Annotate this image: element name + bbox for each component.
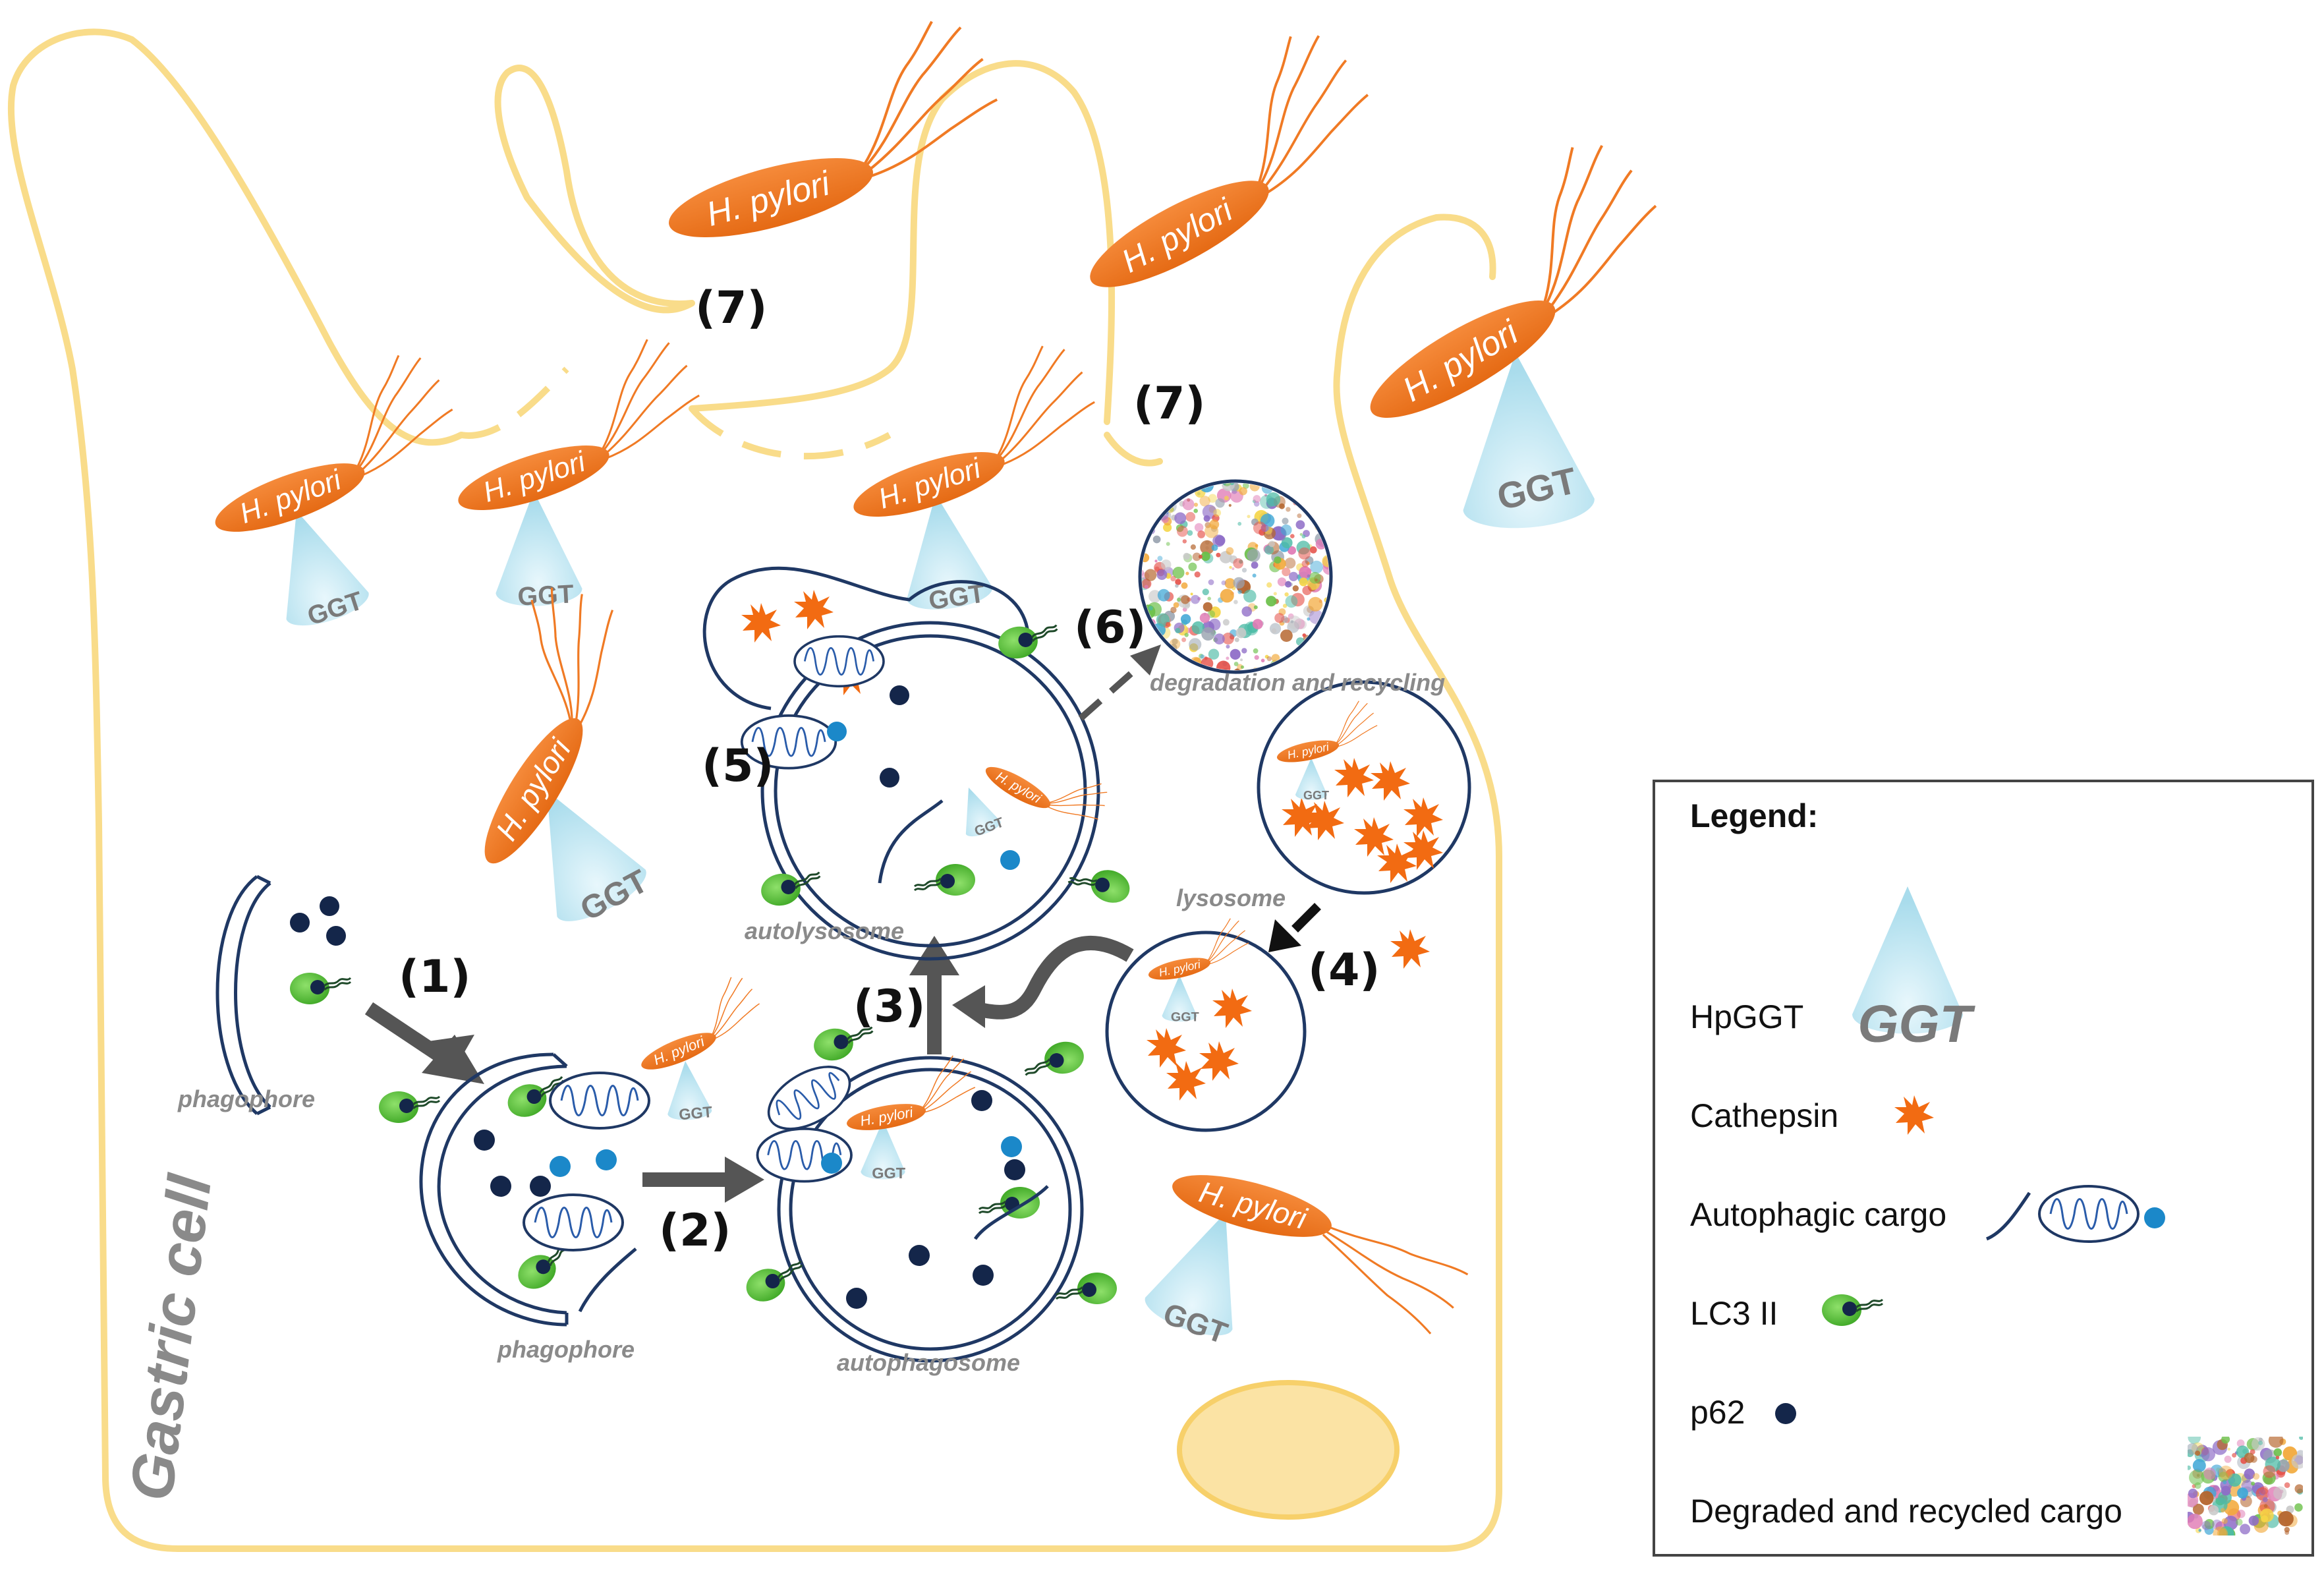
mito-phagophore-1: [549, 1072, 650, 1130]
svg-text:GGT: GGT: [678, 1103, 714, 1123]
ggt-attached-2: GGT: [490, 488, 583, 612]
cargo-dots-autolysosome: [827, 722, 1020, 870]
degradation-label: degradation and recycling: [1150, 669, 1445, 696]
ggt-autolysosome: GGT: [951, 781, 1006, 840]
phagophore-initial: [215, 875, 271, 1116]
lc3-autophagosome-2: [1020, 1037, 1088, 1081]
lc3-autolysosome-2: [757, 866, 825, 910]
ggt-right-edge: GGT: [1450, 347, 1597, 533]
step-4: (4): [1308, 944, 1380, 996]
mito-autolysosome-1: [793, 635, 885, 688]
svg-text:GGT: GGT: [872, 1164, 906, 1182]
mito-phagophore-2: [523, 1193, 624, 1251]
lysosome-large: [1257, 680, 1471, 895]
bacterium-lysosome-small: H. pylori: [1140, 915, 1253, 985]
step-5: (5): [702, 740, 774, 792]
step-1: (1): [399, 951, 470, 1003]
fibre-phagophore: [578, 1248, 637, 1313]
legend-p62-icon: [1775, 1403, 1796, 1424]
bacterium-lysosome-large: H. pylori: [1268, 698, 1382, 767]
autophagosome-label: autophagosome: [837, 1349, 1020, 1376]
arrow-2: [642, 1157, 764, 1203]
bacterium-attached-3: H. pylori: [823, 335, 1111, 531]
step-7-left: (7): [695, 282, 767, 334]
autophagosome: [777, 1056, 1084, 1363]
cargo-dots-phagophore: [550, 1149, 617, 1177]
legend-cathepsin: Cathepsin: [1690, 1097, 1838, 1134]
bacterium-small-1: H. pylori: [623, 970, 770, 1077]
lc3-autolysosome-3: [913, 863, 977, 897]
ggt-small-1: GGT: [663, 1059, 714, 1123]
step-3: (3): [853, 981, 925, 1033]
legend-degraded: Degraded and recycled cargo: [1690, 1493, 2122, 1530]
autolysosome-label: autolysosome: [745, 917, 904, 944]
svg-text:GGT: GGT: [517, 579, 574, 611]
lc3-initial: [289, 971, 352, 1006]
cell-membrane: [7, 28, 1502, 1552]
lc3-autolysosome-4: [1065, 856, 1135, 909]
bacterium-right-edge: H. pylori: [1305, 125, 1690, 439]
phagophore-label-1: phagophore: [177, 1085, 315, 1112]
legend-hpggt: HpGGT: [1690, 998, 1803, 1035]
ggt-lysosome-large: GGT: [1295, 758, 1329, 802]
cathepsin-lysosome-small: [1147, 989, 1252, 1101]
legend: Legend: HpGGT GGT Cathepsin Autophagic c…: [1653, 780, 2314, 1557]
bacterium-top-center: H. pylori: [634, 9, 1016, 255]
arrow-6: [1078, 645, 1161, 721]
legend-cargo: Autophagic cargo: [1690, 1196, 1946, 1233]
phagophore-label-2: phagophore: [497, 1336, 635, 1363]
phagophore-growing: [419, 1052, 569, 1327]
step-6: (6): [1074, 602, 1146, 654]
ggt-autophagosome: GGT: [861, 1120, 906, 1182]
legend-degraded-icon: [2188, 1437, 2303, 1536]
p62-phagophore: [474, 1130, 551, 1197]
lysosome-label: lysosome: [1176, 884, 1286, 911]
cell-label: Gastric cell: [118, 1170, 225, 1504]
p62-autolysosome: [880, 685, 909, 788]
fibre-autophagosome: [973, 1185, 1049, 1240]
step-2: (2): [659, 1205, 731, 1257]
arrow-3: [909, 936, 959, 1054]
bacterium-top-right: H. pylori: [1032, 16, 1399, 308]
nucleus: [1177, 1380, 1400, 1520]
ggt-lysosome-small: GGT: [1162, 975, 1199, 1024]
legend-p62: p62: [1690, 1394, 1745, 1431]
p62-dots-initial: [290, 896, 346, 946]
p62-autophagosome: [846, 1090, 1025, 1309]
lc3-phagophore-1: [378, 1090, 441, 1124]
arrow-4: [1268, 903, 1321, 952]
degraded-cargo-circle: [1138, 479, 1333, 674]
membrane-gaps: [461, 366, 892, 460]
fibre-autolysosome: [878, 799, 944, 884]
bacterium-autophagosome: H. pylori: [837, 1052, 980, 1136]
arrow-lysosome-fusion: [952, 936, 1134, 1028]
cargo-dots-autophagosome: [821, 1136, 1022, 1174]
bacterium-internal: H. pylori: [401, 569, 658, 876]
legend-lc3: LC3 II: [1690, 1295, 1778, 1332]
svg-text:GGT: GGT: [1171, 1010, 1199, 1024]
svg-text:GGT: GGT: [1303, 789, 1329, 802]
lysosome-small: [1105, 931, 1307, 1132]
legend-title: Legend:: [1690, 797, 1818, 834]
autolysosome: [702, 566, 1100, 961]
lc3-autophagosome-4: [741, 1255, 810, 1308]
legend-mito-icon: [2038, 1185, 2140, 1243]
legend-cargo-dot-icon: [2144, 1207, 2165, 1228]
bacterium-attached-2: H. pylori: [428, 328, 716, 525]
svg-text:GGT: GGT: [1857, 994, 1975, 1053]
step-7-right: (7): [1133, 378, 1205, 430]
legend-ggt-icon: GGT: [1852, 886, 1976, 1053]
cathepsin-released: [1390, 929, 1430, 969]
legend-fibre-icon: [1985, 1191, 2031, 1241]
arrow-1: [364, 1002, 484, 1084]
